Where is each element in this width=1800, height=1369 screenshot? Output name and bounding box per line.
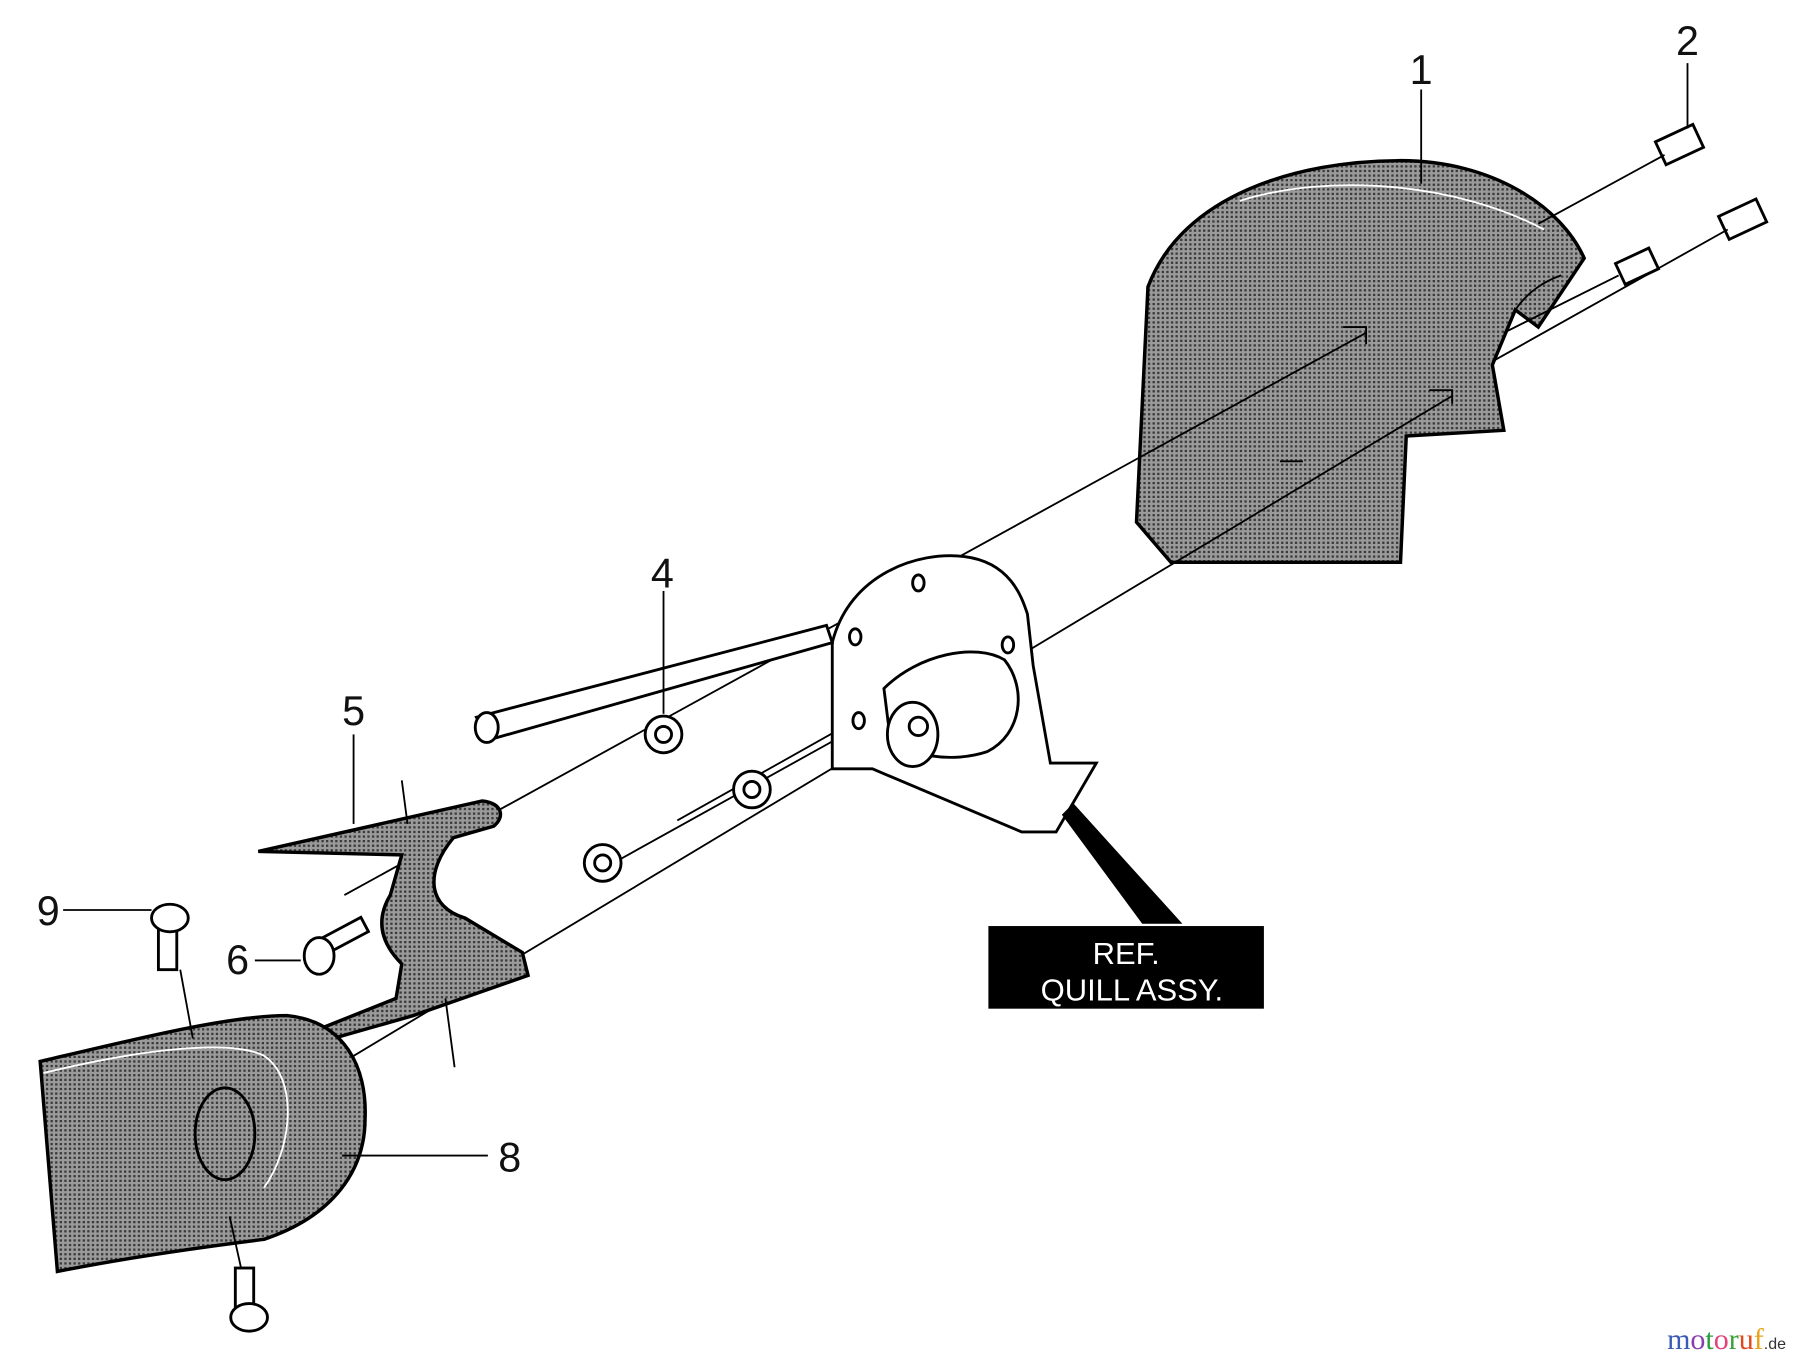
part-4-nuts	[582, 590, 772, 883]
part-6-bolt	[254, 915, 371, 976]
part-2-screws	[1491, 122, 1769, 363]
watermark-text: motoruf	[1667, 1323, 1764, 1356]
reference-box-quill-assy: REF. QUILL ASSY.	[988, 926, 1264, 1009]
part-9-screws	[63, 902, 269, 1333]
part-1-rear-guard	[1134, 158, 1587, 565]
part-5-bracket	[257, 734, 531, 1068]
watermark-letter: f	[1753, 1323, 1764, 1356]
callout-2: 2	[1676, 18, 1699, 64]
part-8-front-guard	[38, 969, 488, 1274]
callout-8: 8	[498, 1135, 521, 1181]
callout-9: 9	[37, 888, 60, 934]
callout-1: 1	[1410, 47, 1433, 93]
watermark-letter: u	[1738, 1323, 1754, 1356]
reference-line-2: QUILL ASSY.	[1041, 973, 1224, 1008]
watermark-letter: t	[1705, 1323, 1714, 1356]
watermark-letter: o	[1713, 1323, 1729, 1356]
quill-assembly	[473, 554, 1183, 924]
reference-line-1: REF.	[1093, 936, 1160, 971]
callout-4: 4	[651, 551, 674, 597]
watermark-suffix: .de	[1763, 1336, 1786, 1353]
callout-6: 6	[226, 937, 249, 983]
watermark-logo: motoruf.de	[1667, 1323, 1786, 1357]
watermark-letter: r	[1728, 1323, 1739, 1356]
watermark-letter: o	[1690, 1323, 1706, 1356]
callout-5: 5	[342, 688, 365, 734]
watermark-letter: m	[1667, 1323, 1691, 1356]
